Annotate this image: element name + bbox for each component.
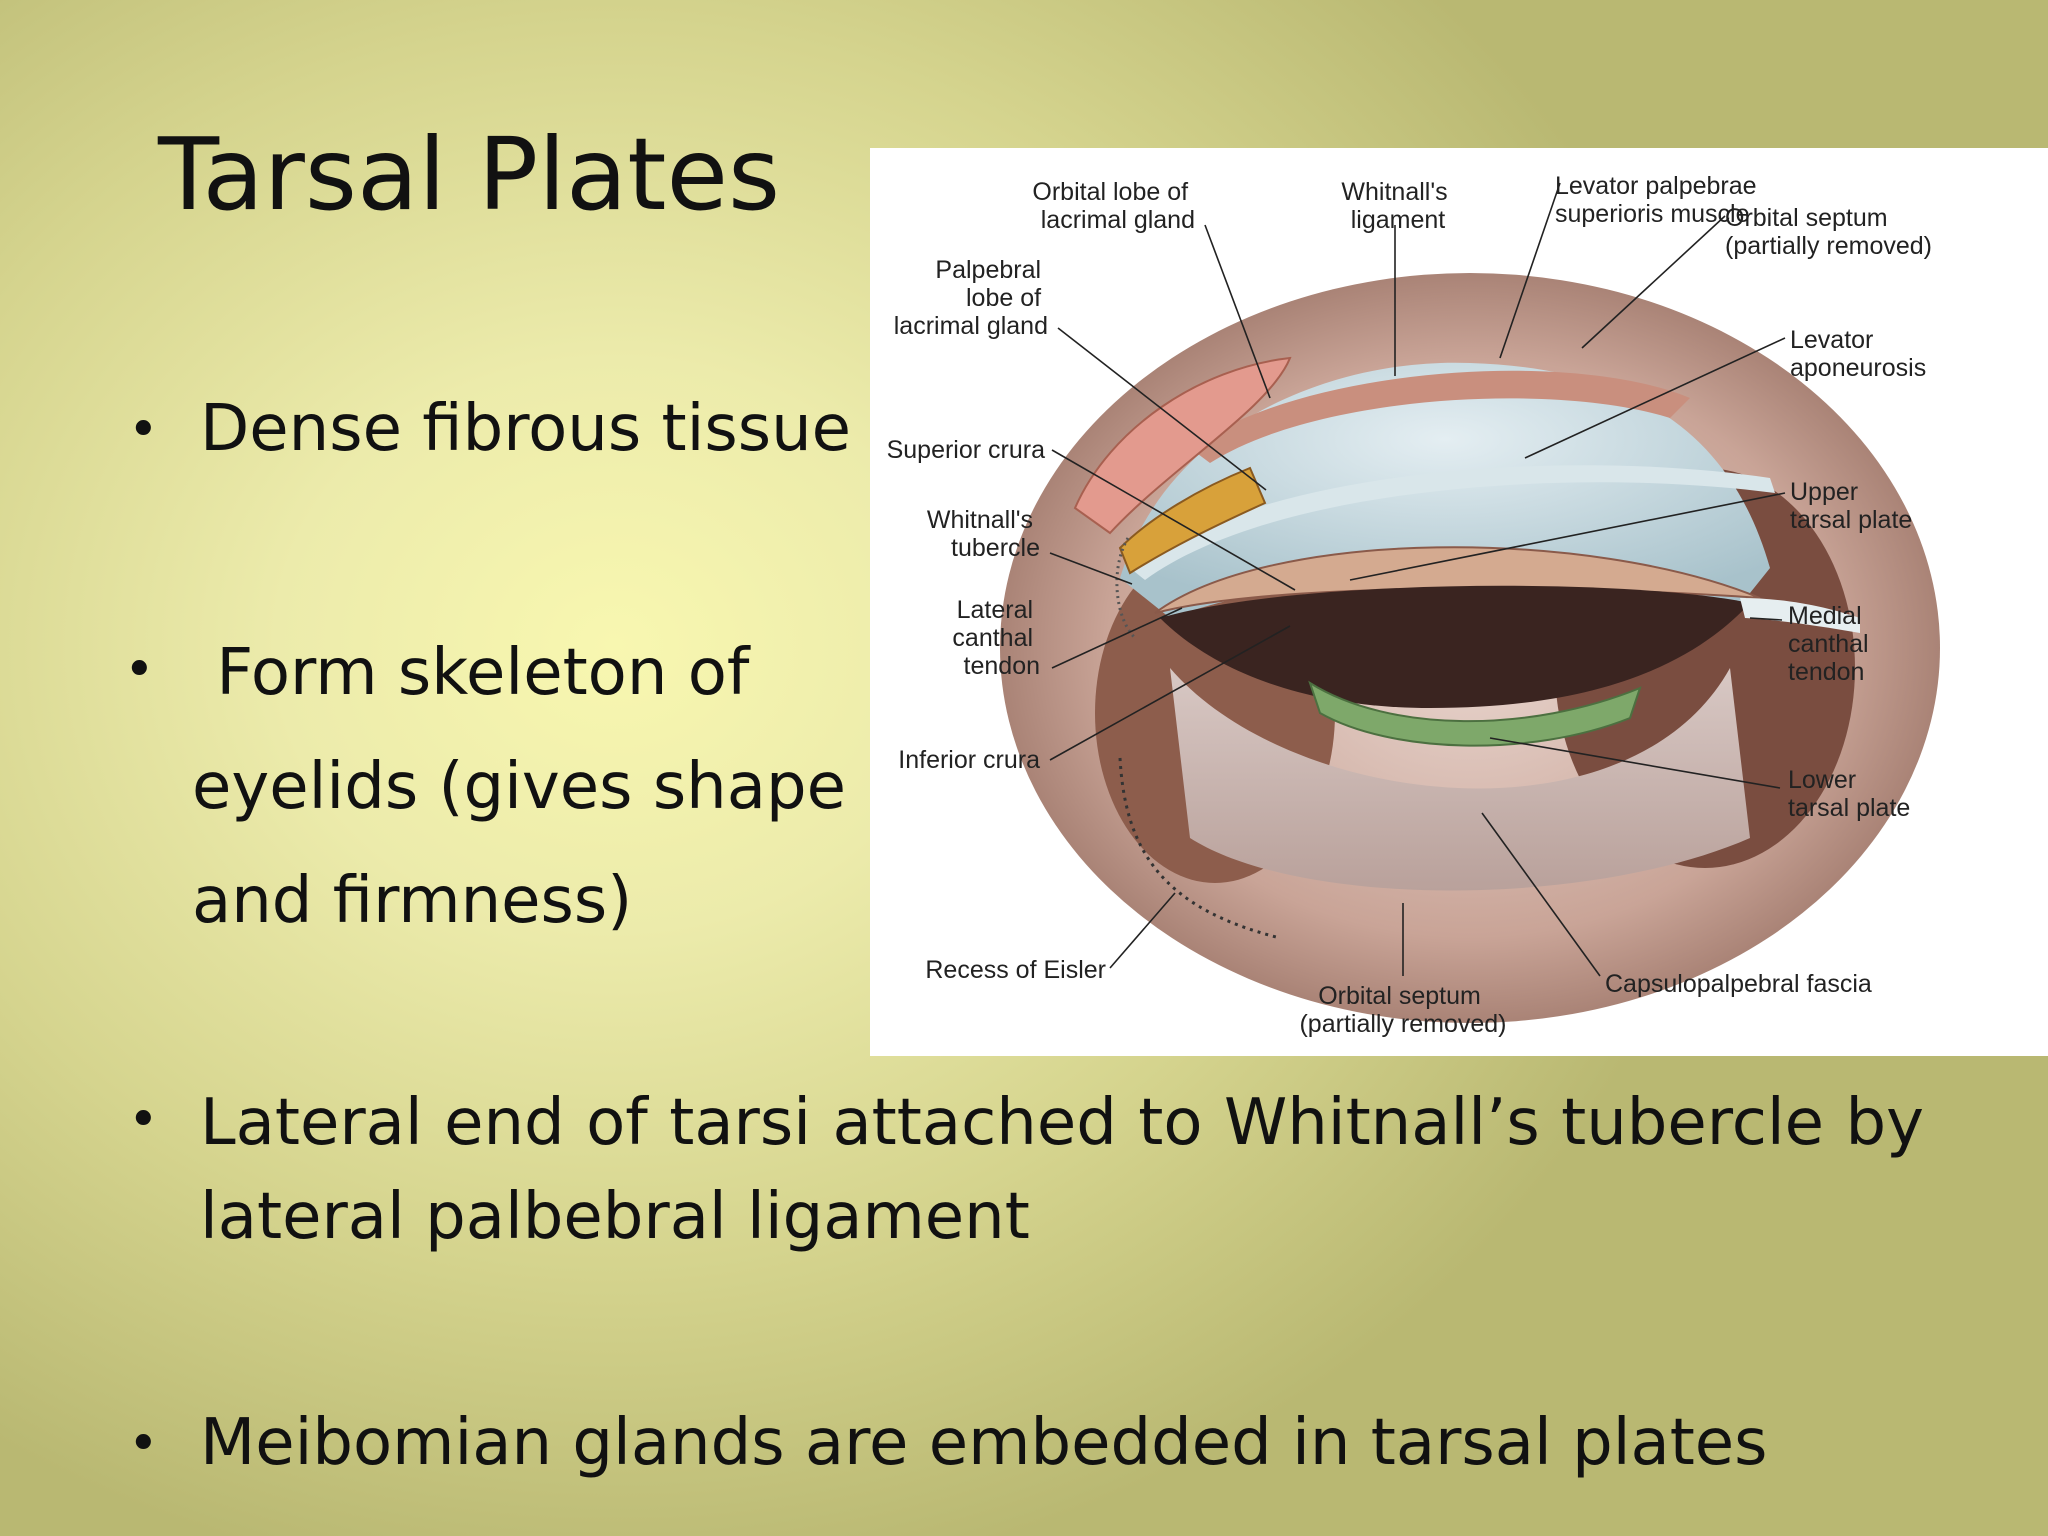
label-orbital-lobe: Orbital lobe of (1032, 178, 1188, 206)
label-medial-canthal-tendon: Medial (1788, 602, 1862, 630)
bullet-marker: • (128, 400, 159, 460)
bullet-line: eyelids (gives shape (192, 750, 846, 824)
svg-text:Upper tarsal plate: Upper tarsal plate (1790, 478, 1912, 534)
bullet-line: and firmness) (192, 864, 633, 938)
svg-text:Orbital septum (partia: Orbital septum (partially removed) (1725, 204, 1932, 260)
palpebral-aperture (1160, 585, 1750, 708)
bullet-form-skeleton: • Form skeleton of eyelids (gives shape … (124, 616, 856, 958)
figure-labels: Orbital lobe of lacrimal gland Whitnall'… (887, 172, 1932, 1038)
label-palpebral-lobe: lobe of (966, 284, 1041, 312)
label-lateral-canthal-tendon: tendon (964, 652, 1040, 680)
label-whitnalls-ligament: ligament (1351, 206, 1446, 234)
label-whitnalls-tubercle: Whitnall's (927, 506, 1033, 534)
svg-text:Medial canthal: Medial canthal tendon (1788, 602, 1876, 686)
label-orbital-septum-top: (partially removed) (1725, 232, 1932, 260)
svg-text:Lateral canthal: Lateral canthal tendon (952, 596, 1040, 680)
label-medial-canthal-tendon: canthal (1788, 630, 1869, 658)
label-orbital-septum-bottom: (partially removed) (1299, 1010, 1506, 1038)
label-lateral-canthal-tendon: canthal (952, 624, 1033, 652)
svg-text:Recess of Eisler: Recess of Eisler (925, 956, 1106, 984)
bullet-lateral-end: • Lateral end of tarsi attached to Whitn… (128, 1076, 1924, 1264)
label-recess-of-eisler: Recess of Eisler (925, 956, 1106, 984)
label-levator-aponeurosis: Levator (1790, 326, 1873, 354)
svg-text:Inferior crura: Inferior crura (898, 746, 1040, 774)
bullet-dense-fibrous: • Dense fibrous tissue (128, 386, 852, 472)
label-levator-muscle: superioris muscle (1555, 200, 1750, 228)
svg-text:Orbital lobe of lacrim: Orbital lobe of lacrimal gland (1032, 178, 1195, 234)
bullet-marker: • (128, 1090, 159, 1150)
svg-text:Levator aponeurosis: Levator aponeurosis (1790, 326, 1926, 382)
label-orbital-septum-bottom: Orbital septum (1318, 982, 1481, 1010)
tubercle-outline (1115, 537, 1137, 640)
medial-canthal-shape (1740, 598, 1860, 633)
label-levator-aponeurosis: aponeurosis (1790, 354, 1926, 382)
bullet-text: Meibomian glands are embedded in tarsal … (200, 1406, 1768, 1480)
label-upper-tarsal-plate: Upper (1790, 478, 1858, 506)
recess-of-eisler-outline (1118, 757, 1281, 940)
svg-text:Capsulopalpebral fascia: Capsulopalpebral fascia (1605, 970, 1872, 998)
bullet-marker: • (124, 640, 155, 700)
bullet-marker: • (128, 1414, 159, 1474)
levator-muscle-shape (1190, 370, 1690, 463)
leader-lines (1049, 182, 1786, 977)
svg-text:Lower tarsal plate: Lower tarsal plate (1788, 766, 1910, 822)
bullet-line: Form skeleton of (196, 636, 750, 710)
label-capsulopalpebral-fascia: Capsulopalpebral fascia (1605, 970, 1872, 998)
lacrimal-palpebral-lobe-shape (1118, 466, 1267, 575)
page-title: Tarsal Plates (158, 116, 781, 233)
svg-text:Whitnall's ligament: Whitnall's ligament (1341, 178, 1454, 234)
label-whitnalls-tubercle: tubercle (951, 534, 1040, 562)
label-superior-crura: Superior crura (887, 436, 1045, 464)
label-orbital-septum-top: Orbital septum (1725, 204, 1888, 232)
label-lower-tarsal-plate: tarsal plate (1788, 794, 1910, 822)
bullet-text: Dense fibrous tissue (200, 392, 852, 466)
label-palpebral-lobe: lacrimal gland (894, 312, 1048, 340)
svg-text:Whitnall's tubercle: Whitnall's tubercle (927, 506, 1040, 562)
svg-text:Orbital septum (partia: Orbital septum (partially removed) (1299, 982, 1506, 1038)
label-lateral-canthal-tendon: Lateral (957, 596, 1033, 624)
svg-text:Levator palpebrae supe: Levator palpebrae superioris muscle (1555, 172, 1764, 228)
label-palpebral-lobe: Palpebral (935, 256, 1041, 284)
eyelid-anatomy-diagram: Orbital lobe of lacrimal gland Whitnall'… (887, 172, 1940, 1038)
label-upper-tarsal-plate: tarsal plate (1790, 506, 1912, 534)
label-medial-canthal-tendon: tendon (1788, 658, 1864, 686)
label-lower-tarsal-plate: Lower (1788, 766, 1856, 794)
lacrimal-orbital-lobe-shape (1073, 356, 1292, 535)
whitnall-ligament-shape (1130, 465, 1775, 580)
bullet-meibomian: • Meibomian glands are embedded in tarsa… (128, 1400, 1768, 1486)
lower-tarsal-plate-shape (1308, 680, 1642, 747)
label-levator-muscle: Levator palpebrae (1555, 172, 1757, 200)
lower-eyelid-shape (1170, 668, 1750, 891)
label-inferior-crura: Inferior crura (898, 746, 1040, 774)
label-whitnalls-ligament: Whitnall's (1341, 178, 1447, 206)
eyelid-anatomy-figure: Orbital lobe of lacrimal gland Whitnall'… (870, 148, 2048, 1056)
svg-text:Superior crura: Superior crura (887, 436, 1045, 464)
bullet-text: Lateral end of tarsi attached to Whitnal… (200, 1086, 1924, 1254)
svg-text:Palpebral lobe of: Palpebral lobe of lacrimal gland (894, 256, 1048, 340)
label-orbital-lobe: lacrimal gland (1041, 206, 1195, 234)
